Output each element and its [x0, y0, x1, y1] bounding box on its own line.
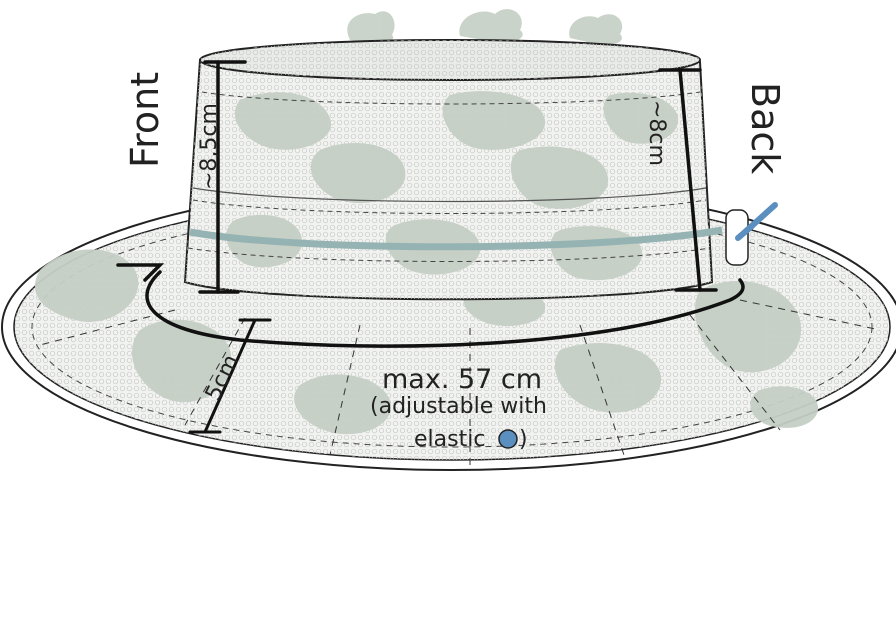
steam-wisps	[347, 9, 623, 46]
closing-paren: )	[519, 427, 528, 452]
drawcord-toggle	[725, 202, 778, 266]
crown-band	[189, 226, 723, 251]
back-label: Back	[743, 82, 787, 174]
circumference-label: max. 57 cm	[382, 364, 542, 395]
crown-back-height-label: ~8cm	[644, 100, 669, 166]
crown-stitching	[187, 91, 711, 262]
brim-radial-lines	[39, 299, 881, 468]
elastic-marker-icon	[498, 429, 518, 449]
front-label: Front	[123, 72, 167, 168]
adjustable-note: (adjustable with	[370, 394, 547, 419]
crown-front-height-label: ~8,5cm	[197, 103, 222, 190]
elastic-word: elastic	[414, 427, 485, 452]
circumference-arrow	[116, 263, 745, 348]
brim-width-marker	[188, 318, 272, 434]
crown-height-markers	[198, 60, 718, 294]
